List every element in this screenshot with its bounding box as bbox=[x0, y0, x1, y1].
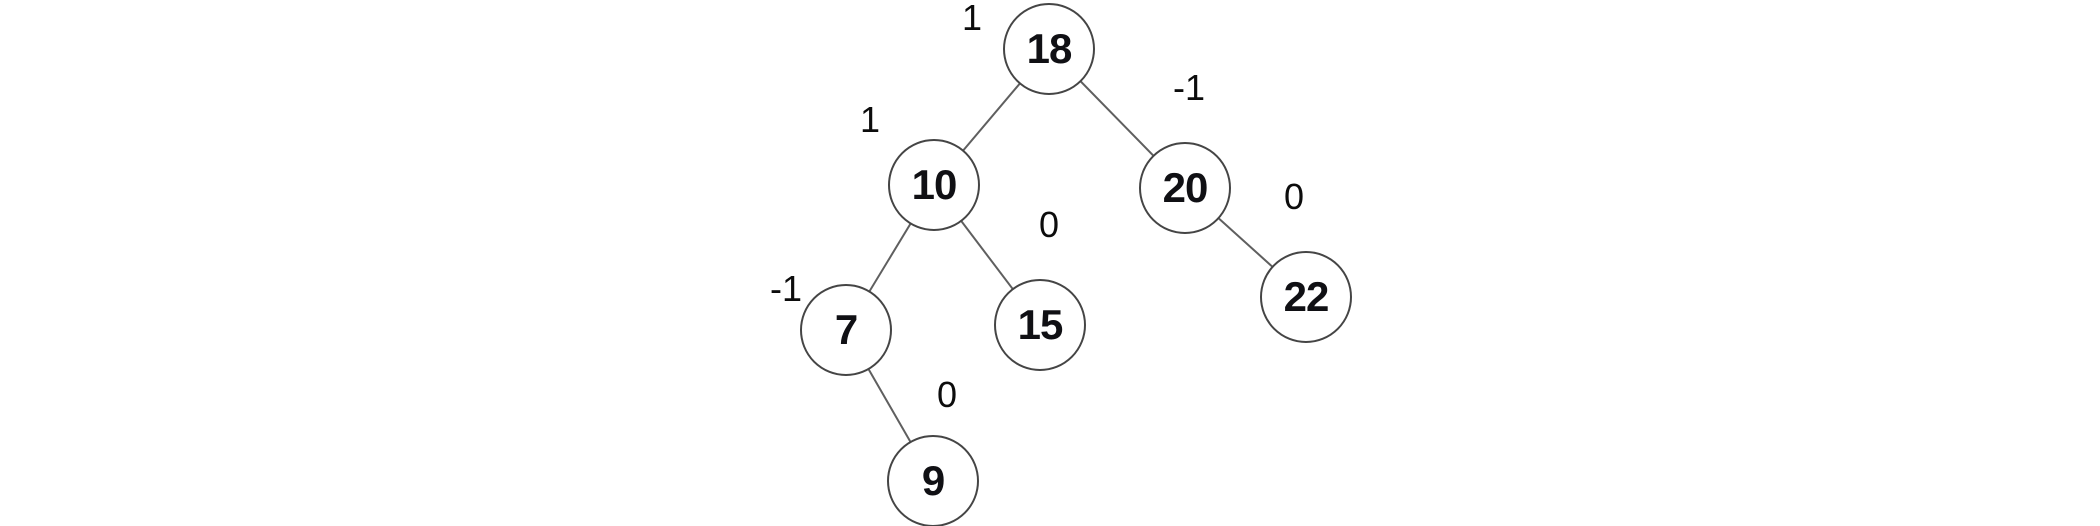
tree-node-9: 9 bbox=[887, 435, 979, 526]
tree-node-22: 22 bbox=[1260, 251, 1352, 343]
tree-node-20: 20 bbox=[1139, 142, 1231, 234]
balance-factor-15: 0 bbox=[1038, 204, 1060, 245]
node-value: 15 bbox=[1017, 301, 1064, 348]
balance-factor-10: 1 bbox=[859, 99, 881, 140]
balance-factor-7: -1 bbox=[769, 268, 803, 309]
node-value: 18 bbox=[1026, 25, 1073, 72]
balance-factor-20: -1 bbox=[1172, 67, 1206, 108]
tree-node-15: 15 bbox=[994, 279, 1086, 371]
tree-node-7: 7 bbox=[800, 284, 892, 376]
balance-factor-9: 0 bbox=[936, 374, 958, 415]
node-value: 20 bbox=[1162, 164, 1209, 211]
balance-factor-18: 1 bbox=[961, 0, 983, 38]
tree-node-18: 18 bbox=[1003, 3, 1095, 95]
node-value: 10 bbox=[911, 161, 958, 208]
node-value: 22 bbox=[1283, 273, 1330, 320]
tree-node-10: 10 bbox=[888, 139, 980, 231]
node-value: 7 bbox=[834, 306, 858, 353]
balance-factor-22: 0 bbox=[1283, 176, 1305, 217]
node-value: 9 bbox=[921, 457, 945, 504]
